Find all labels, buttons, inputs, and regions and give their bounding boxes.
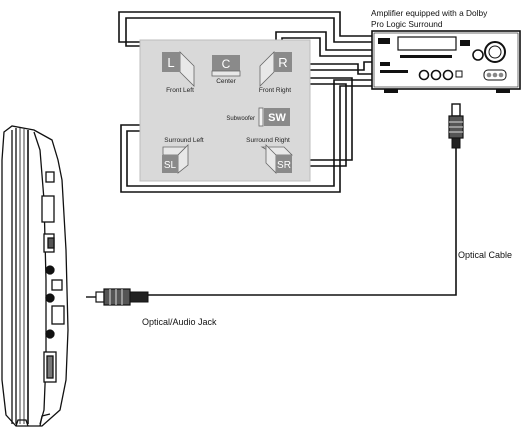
speaker-surround-right-caption: Surround Right [246, 137, 290, 144]
speaker-front-left: L Front Left [162, 51, 195, 94]
speaker-surround-left-caption: Surround Left [164, 137, 204, 144]
speaker-front-right: R Front Right [259, 51, 292, 94]
speaker-surround-right-letter: SR [277, 160, 291, 171]
speaker-front-left-letter: L [167, 55, 174, 70]
speaker-subwoofer-caption: Subwoofer [226, 116, 255, 122]
speaker-front-right-caption: Front Right [259, 87, 291, 94]
optical-cable-label: Optical Cable [458, 250, 512, 260]
optical-cable [148, 148, 457, 296]
speaker-center-letter: C [222, 57, 231, 71]
optical-plug-top-icon [448, 103, 464, 149]
optical-jack-plug-icon [86, 288, 149, 306]
speaker-surround-left-letter: SL [164, 160, 177, 171]
amplifier-volume-knob-icon [484, 41, 506, 63]
portable-player-side-view [1, 125, 69, 427]
amplifier-label-line1: Amplifier equipped with a Dolby [371, 8, 488, 18]
speaker-front-right-letter: R [278, 55, 287, 70]
speaker-surround-right: Surround Right SR [246, 137, 293, 174]
speaker-wires [118, 11, 372, 193]
optical-audio-jack-label: Optical/Audio Jack [142, 317, 217, 327]
speaker-front-left-caption: Front Left [166, 87, 194, 94]
speaker-center: C Center [211, 55, 241, 85]
speaker-surround-left: Surround Left SL [162, 137, 204, 174]
speaker-subwoofer: SW Subwoofer [226, 107, 290, 127]
speaker-center-caption: Center [216, 78, 236, 85]
amplifier [371, 30, 521, 93]
amplifier-label-line2: Pro Logic Surround [371, 19, 443, 29]
speaker-subwoofer-letter: SW [268, 112, 286, 124]
